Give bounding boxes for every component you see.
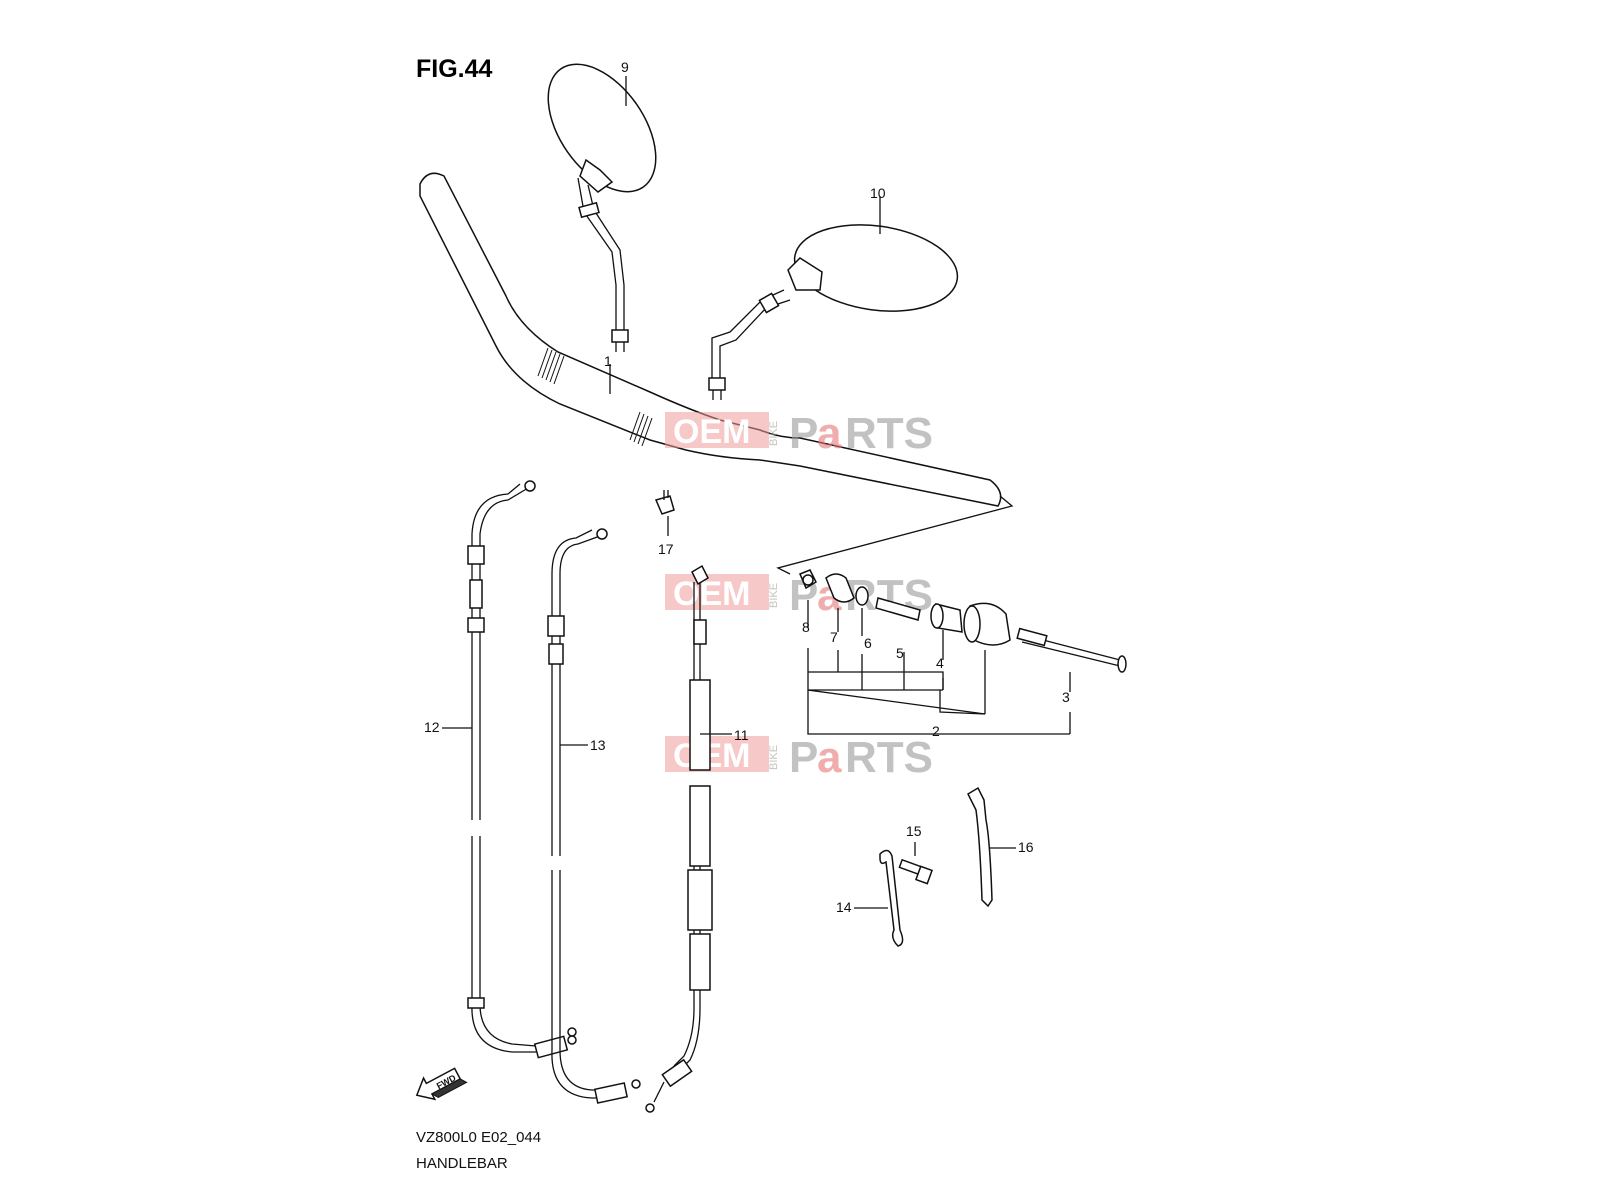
callout-labels: 1 2 3 4 5 6 7 8 9 10 11 12 13 14 15 16 1…: [424, 59, 1070, 915]
svg-text:OEM: OEM: [673, 575, 750, 613]
section-name: HANDLEBAR: [416, 1155, 508, 1172]
svg-text:RTS: RTS: [845, 409, 933, 458]
svg-text:OEM: OEM: [673, 737, 750, 775]
svg-text:BIKE: BIKE: [768, 583, 780, 608]
watermark: OEM BIKE P a RTS OEM BIKE P a RTS OEM BI…: [665, 409, 933, 782]
fwd-arrow-icon: FWD: [415, 1067, 468, 1101]
svg-text:RTS: RTS: [845, 733, 933, 782]
callout-2: 2: [932, 723, 940, 739]
callout-5: 5: [896, 645, 904, 661]
cable-12: [467, 480, 577, 1059]
svg-text:a: a: [817, 733, 842, 782]
right-mirror: [708, 224, 959, 400]
clamp-14: [879, 849, 904, 947]
svg-text:BIKE: BIKE: [768, 745, 780, 770]
callout-12: 12: [424, 719, 440, 735]
clamp-17: [654, 490, 675, 536]
bar-end-assembly: [799, 569, 1127, 673]
callout-9: 9: [621, 59, 629, 75]
callout-3: 3: [1062, 689, 1070, 705]
callout-1: 1: [604, 353, 612, 369]
svg-text:P: P: [789, 733, 818, 782]
model-code: VZ800L0 E02_044: [416, 1129, 541, 1146]
svg-text:P: P: [789, 409, 818, 458]
callout-7: 7: [830, 629, 838, 645]
callout-leaders: [442, 76, 1016, 909]
callout-14: 14: [836, 899, 852, 915]
svg-text:BIKE: BIKE: [768, 421, 780, 446]
callout-11: 11: [734, 727, 749, 743]
assembly-leaders: [807, 600, 1071, 735]
callout-4: 4: [936, 655, 944, 671]
bolt-15: [898, 842, 933, 885]
svg-text:a: a: [817, 409, 842, 458]
cable-11: [645, 564, 713, 1113]
figure-title: FIG.44: [416, 55, 493, 83]
cable-13: [547, 528, 641, 1104]
callout-8: 8: [802, 619, 810, 635]
callout-16: 16: [1018, 839, 1034, 855]
callout-6: 6: [864, 635, 872, 651]
callout-10: 10: [870, 185, 886, 201]
svg-text:OEM: OEM: [673, 413, 750, 451]
explode-guide: [776, 495, 1014, 575]
cable-tie-16: [967, 786, 993, 908]
callout-13: 13: [590, 737, 606, 753]
callout-17: 17: [658, 541, 674, 557]
left-mirror: [547, 63, 657, 352]
callout-15: 15: [906, 823, 922, 839]
